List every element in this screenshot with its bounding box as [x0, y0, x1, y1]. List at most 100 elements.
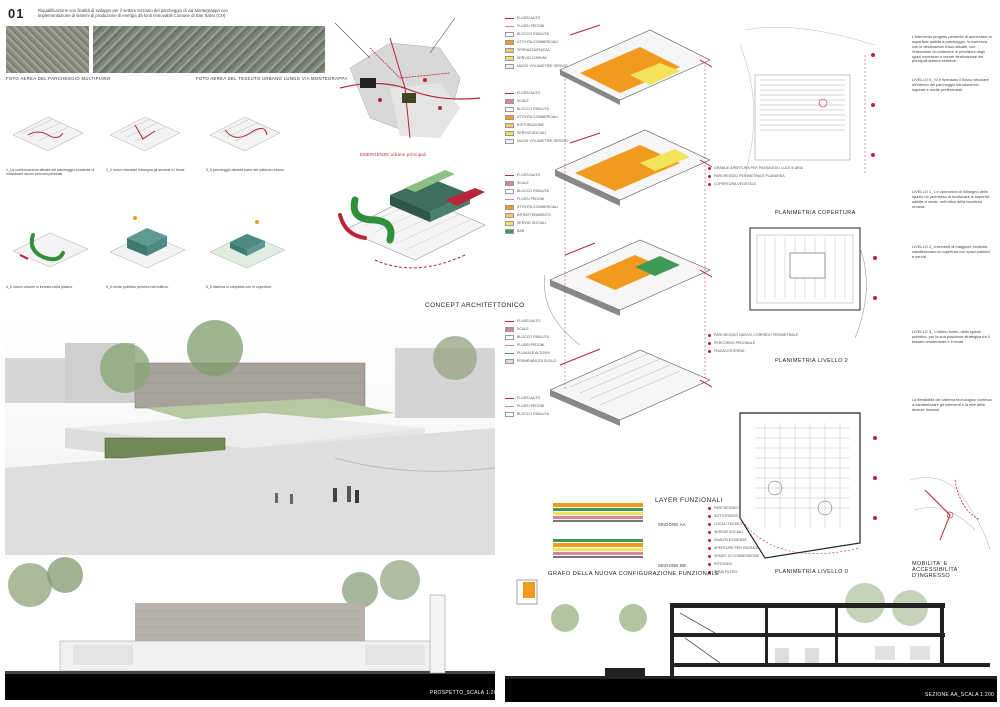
layer-notes-level0: PARCHEGGIO INTERRATO SOTTOPASSO PEDONALE…: [708, 505, 792, 577]
note-marker: [708, 570, 711, 574]
note-item: APERTURE PER PASSAGGIO DI LUCE E ARIA: [708, 545, 792, 551]
note-item: PARCHEGGIO NUOVO CORREDO PERIMETRALE: [708, 332, 798, 338]
text-closing: La flessibilità del sistema tecnologico …: [912, 397, 992, 412]
legend-swatch: [505, 320, 514, 322]
note-marker: [708, 506, 711, 510]
legend-item: TERRAZZA/PIAZZA: [505, 47, 565, 53]
note-marker: [708, 174, 711, 178]
step-diagram-2: [109, 116, 181, 152]
step-text-1: 1_La conformazione attuale del parcheggi…: [6, 168, 95, 177]
legend-swatch: [505, 204, 514, 210]
legend-item: BAR: [505, 228, 565, 234]
legend-item: FLUSSI AUTO: [505, 15, 565, 21]
legend-swatch: [505, 63, 514, 69]
step-diagram-3: [209, 116, 281, 152]
legend-item: SCALE: [505, 326, 565, 332]
main-render: [5, 318, 495, 558]
text-livello2: LIVELLO 2_ Interventi di maggiore incisi…: [912, 244, 990, 259]
legend-swatch: [505, 220, 514, 226]
legend-label: SCALE: [517, 181, 529, 185]
step-diagram-5: [109, 216, 186, 269]
note-label: PARCHEGGIO NUOVO CORREDO PERIMETRALE: [714, 333, 798, 337]
step-text-2: 2_Il nuovo tracciato ridisegna gli acces…: [106, 168, 186, 172]
legend-item: NUOVI VOLUMETRIE SERVIZI: [505, 63, 568, 69]
legend-level0: FLUSSI AUTO FLUSSI PEDONI BLOCCO RISALIT…: [505, 395, 565, 419]
legend-swatch: [505, 55, 514, 61]
legend-label: BLOCCO RISALITA: [517, 189, 549, 193]
note-marker: [708, 333, 711, 337]
note-marker: [708, 562, 711, 566]
legend-swatch: [505, 352, 514, 354]
legend-item: ATTIVITA COMMERCIALI: [505, 204, 565, 210]
legend-level3: FLUSSI AUTO SCALE BLOCCO RISALITA ATTIVI…: [505, 90, 568, 146]
legend-label: SERVIZI COMUNI: [517, 56, 547, 60]
legend-swatch: [505, 358, 514, 364]
legend-swatch: [505, 17, 514, 19]
project-description: Riqualificazione con finalità di svilupp…: [38, 8, 228, 19]
text-intro: L'intervento progetto permette di aument…: [912, 34, 992, 64]
legend-swatch: [505, 212, 514, 218]
legend-item: INTRATTENIMENTO: [505, 212, 565, 218]
legend-swatch: [505, 188, 514, 194]
legend-label: BLOCCO RISALITA: [517, 32, 549, 36]
legend-label: ATTIVITA COMMERCIALI: [517, 205, 559, 209]
layer-axonometric-stack: [544, 24, 713, 426]
functional-graph: [553, 503, 643, 558]
legend-roof: FLUSSI AUTO FLUSSI PEDONI BLOCCO RISALIT…: [505, 15, 568, 71]
section-title: SEZIONE AA_SCALA 1:200: [925, 692, 995, 698]
plan-level2-title: PLANIMETRIA LIVELLO 2: [775, 358, 849, 364]
legend-swatch: [505, 180, 514, 186]
legend-level1: FLUSSI AUTO SCALE BLOCCO RISALITA FLUSSI…: [505, 318, 565, 366]
legend-item: BLOCCO RISALITA: [505, 106, 565, 112]
legend-item: PLUVIALE ALTOVIA: [505, 350, 565, 356]
legend-item: FLUSSI AUTO: [505, 318, 565, 324]
note-label: PARCHEGGIO PERIMETRALE PLANAREA: [714, 174, 785, 178]
note-label: ROTONDA: [714, 562, 732, 566]
legend-label: SERVIZI SOCIALI: [517, 131, 547, 135]
legend-label: BAR: [517, 229, 525, 233]
legend-swatch: [505, 114, 514, 120]
legend-label: FLUSSI AUTO: [517, 91, 541, 95]
legend-swatch: [505, 39, 514, 45]
note-label: GRANDE APERTURA PER PASSAGGIO LUCE E ARI…: [714, 166, 804, 170]
legend-swatch: [505, 47, 514, 53]
text-livello0: LIVELLO 0_ Si è ripensato il flusso veic…: [912, 77, 989, 92]
note-label: ZONA FILTRO: [714, 570, 738, 574]
graph-title: GRAFO DELLA NUOVA CONFIGURAZIONE FUNZION…: [548, 571, 720, 577]
legend-swatch: [505, 411, 514, 417]
legend-label: ATTIVITA COMMERCIALI: [517, 40, 559, 44]
legend-item: BLOCCO RISALITA: [505, 334, 565, 340]
note-item: PERCORSO PEDONALE: [708, 340, 768, 346]
note-label: PIAZZA ESTERNA: [714, 349, 745, 353]
note-label: PARCHEGGIO INTERRATO: [714, 506, 760, 510]
legend-item: SERVIZI SOCIALI: [505, 130, 565, 136]
legend-label: FLUSSI PEDONI: [517, 343, 545, 347]
legend-label: NUOVI VOLUMETRIE SERVIZI: [517, 64, 568, 68]
note-marker: [708, 522, 711, 526]
legend-label: SCALE: [517, 327, 529, 331]
legend-item: FLUSSI PEDONI: [505, 23, 565, 29]
note-label: COPERTURA VEGETALE: [714, 182, 757, 186]
note-label: ANALISI ESIGENZE: [714, 538, 747, 542]
layer-notes-roof: GRANDE APERTURA PER PASSAGGIO LUCE E ARI…: [708, 165, 803, 189]
plan-level0: [739, 412, 877, 559]
legend-item: FLUSSI AUTO: [505, 90, 565, 96]
legend-swatch: [505, 31, 514, 37]
legend-item: SERVIZI COMUNI: [505, 55, 565, 61]
legend-item: ATTIVITA COMMERCIALI: [505, 39, 565, 45]
step-diagram-6: [209, 220, 286, 269]
mobility-diagram: [909, 477, 991, 551]
plan-roof: [739, 26, 876, 176]
legend-label: RISTORAZIONE: [517, 123, 544, 127]
note-marker: [708, 554, 711, 558]
note-marker: [708, 349, 711, 353]
legend-swatch: [505, 198, 514, 200]
legend-swatch: [505, 25, 514, 27]
legend-item: FLUSSI AUTO: [505, 395, 565, 401]
note-item: LOCALI TECNICI: [708, 521, 768, 527]
legend-label: INTRATTENIMENTO: [517, 213, 551, 217]
note-item: SERVIZI SOCIALI: [708, 529, 768, 535]
legend-swatch: [505, 326, 514, 332]
note-label: SOTTOPASSO PEDONALE: [714, 514, 760, 518]
step-text-5: 5_Il verde pubblico penetra nell'edifici…: [106, 285, 169, 289]
